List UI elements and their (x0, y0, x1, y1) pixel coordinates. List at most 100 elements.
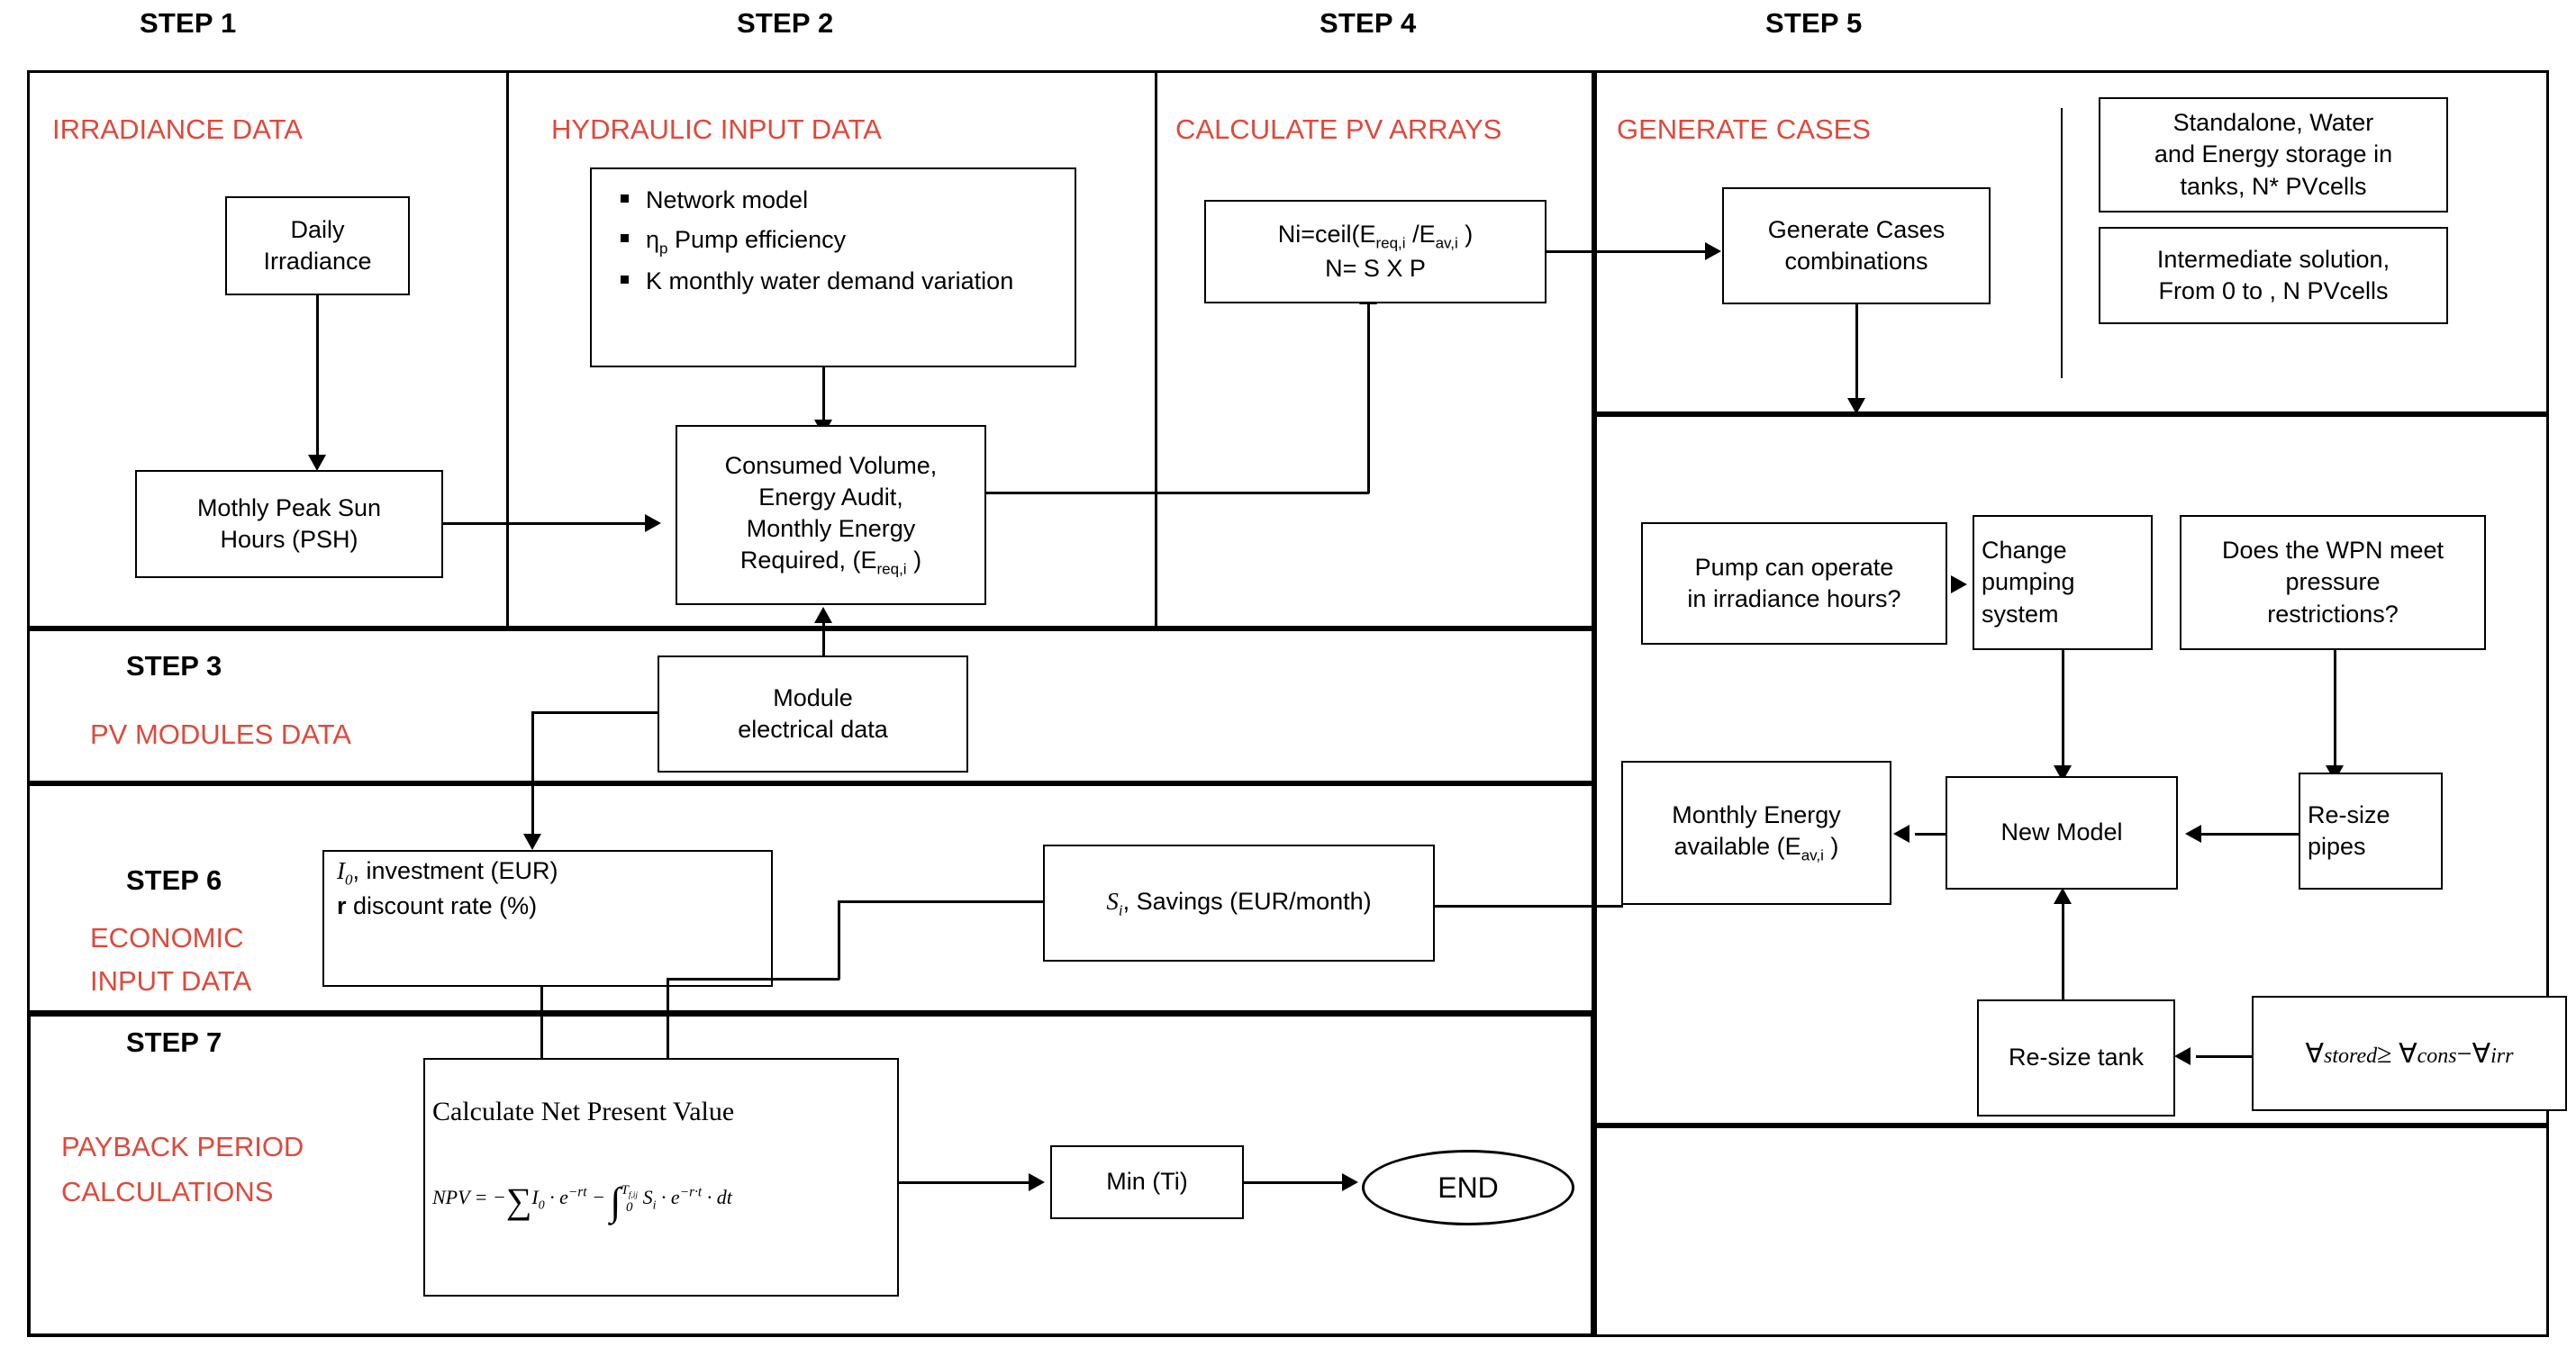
panel-step3 (27, 628, 1594, 783)
connector-consumed-to-pvcalc-h (986, 492, 1369, 494)
wpn-line1: Does the WPN meet (2221, 537, 2444, 565)
wpn-line2: pressure (2285, 568, 2381, 596)
box-investment-discount[interactable]: I0, investment (EUR) r discount rate (%) (322, 850, 773, 987)
connector-newmodel-to-monthlyenergy (1915, 833, 1947, 836)
step-caption-4: STEP 4 (1320, 7, 1417, 39)
box-case-standalone[interactable]: Standalone, Water and Energy storage in … (2099, 97, 2448, 212)
connector-generate-down (1855, 304, 1858, 403)
box-module-electrical-data[interactable]: Module electrical data (658, 655, 968, 773)
box-daily-irradiance[interactable]: Daily Irradiance (225, 196, 410, 295)
generate-cases-line2: combinations (1784, 248, 1928, 275)
resize-tank-label: Re-size tank (2008, 1044, 2145, 1071)
arrowhead-pump-to-change (1951, 575, 1967, 593)
connector-resizepipes-to-newmodel (2201, 833, 2299, 836)
connector-npv-to-minti (899, 1181, 1032, 1184)
box-calculate-npv[interactable]: Calculate Net Present Value NPV = −∑I0 ·… (423, 1058, 899, 1297)
case-b-line2: From 0 to , N PVcells (2158, 277, 2389, 304)
box-monthly-energy-available[interactable]: Monthly Energy available (Eav,i ) (1621, 761, 1891, 905)
pump-operate-line2: in irradiance hours? (1687, 585, 1901, 612)
case-a-line2: and Energy storage in (2154, 140, 2393, 168)
step-label-3: STEP 3 (126, 650, 222, 682)
arrowhead-psh-to-consumed (645, 514, 661, 532)
resize-pipes-line2: pipes (2308, 833, 2366, 860)
consumed-line4: Required, (Ereq,i ) (739, 547, 922, 578)
new-model-label: New Model (2000, 818, 2123, 846)
connector-resizetank-to-newmodel (2062, 896, 2064, 1040)
box-consumed-volume[interactable]: Consumed Volume, Energy Audit, Monthly E… (676, 425, 986, 605)
section-title-hydraulic: HYDRAULIC INPUT DATA (551, 113, 882, 145)
module-line1: Module (773, 683, 853, 711)
box-wpn-pressure-check[interactable]: Does the WPN meet pressure restrictions? (2180, 515, 2486, 650)
panel-step5-model (1594, 414, 2549, 1125)
min-ti-label: Min (Ti) (1106, 1168, 1188, 1196)
connector-savings-out-h2 (667, 978, 839, 981)
connector-change-to-newmodel (2062, 650, 2064, 771)
npv-title: Calculate Net Present Value (432, 1097, 735, 1126)
hydraulic-bullet-2: ηp Pump efficiency (621, 221, 1066, 261)
connector-savings-out-h1 (838, 900, 1045, 903)
end-label: END (1438, 1171, 1499, 1204)
terminator-end[interactable]: END (1362, 1150, 1574, 1225)
pv-calc-line1: Ni=ceil(Ereq,i /Eav,i ) (1277, 220, 1474, 252)
panel-divider-step2-step4 (1155, 70, 1157, 628)
panel-step7 (27, 1013, 1594, 1337)
box-new-model[interactable]: New Model (1946, 776, 2178, 890)
monthly-energy-line2: available (Eav,i ) (1673, 833, 1839, 864)
connector-consumed-to-pvcalc-v (1367, 304, 1370, 493)
step-caption-5: STEP 5 (1765, 7, 1863, 39)
hydraulic-bullet-1: Network model (621, 182, 1066, 220)
change-pumping-line3: system (1982, 600, 2059, 628)
arrowhead-resizetank-to-newmodel (2054, 888, 2072, 904)
arrowhead-generate-down (1847, 398, 1865, 414)
connector-module-to-investment-v (531, 711, 534, 839)
box-monthly-peak-sun-hours[interactable]: Mothly Peak Sun Hours (PSH) (135, 470, 443, 578)
box-savings[interactable]: Si, Savings (EUR/month) (1043, 845, 1435, 962)
investment-line2: r discount rate (%) (337, 891, 538, 919)
connector-irradiance-to-psh (316, 295, 319, 459)
section-title-generate-cases: GENERATE CASES (1617, 113, 1871, 145)
psh-line1: Mothly Peak Sun (196, 493, 382, 521)
case-b-line1: Intermediate solution, (2156, 245, 2390, 273)
section-title-payback: PAYBACK PERIOD (61, 1131, 304, 1162)
box-resize-tank[interactable]: Re-size tank (1977, 999, 2175, 1116)
arrowhead-pvcalc-to-generate (1705, 242, 1721, 260)
psh-line2: Hours (PSH) (220, 526, 358, 553)
box-change-pumping-system[interactable]: Change pumping system (1973, 515, 2153, 650)
connector-volumecond-to-resizetank (2196, 1055, 2252, 1058)
section-title-payback-2: CALCULATIONS (61, 1176, 274, 1207)
box-hydraulic-inputs[interactable]: Network model ηp Pump efficiency K month… (590, 167, 1076, 367)
module-line2: electrical data (738, 716, 888, 743)
connector-psh-to-consumed (443, 522, 649, 525)
wpn-line3: restrictions? (2267, 600, 2399, 628)
pump-operate-line1: Pump can operate (1694, 553, 1894, 581)
box-generate-cases[interactable]: Generate Cases combinations (1722, 187, 1991, 304)
arrowhead-resizepipes-to-newmodel (2185, 825, 2201, 843)
arrowhead-module-to-consumed (814, 607, 832, 623)
step-caption-1: STEP 1 (140, 7, 237, 39)
connector-module-to-consumed-v2 (822, 621, 825, 634)
step-caption-2: STEP 2 (737, 7, 834, 39)
connector-pvcalc-to-generate (1547, 250, 1709, 253)
box-resize-pipes[interactable]: Re-size pipes (2299, 773, 2443, 890)
savings-label: Si, Savings (EUR/month) (1106, 887, 1372, 919)
consumed-line2: Energy Audit, (758, 484, 903, 511)
pv-calc-line2: N= S X P (1325, 255, 1426, 283)
box-pump-can-operate[interactable]: Pump can operate in irradiance hours? (1641, 522, 1947, 645)
daily-irradiance-line2: Irradiance (263, 248, 372, 275)
section-title-pv-arrays: CALCULATE PV ARRAYS (1175, 113, 1502, 145)
connector-wpn-to-resizepipes (2334, 650, 2336, 771)
box-case-intermediate[interactable]: Intermediate solution, From 0 to , N PVc… (2099, 227, 2448, 324)
box-pv-array-calc[interactable]: Ni=ceil(Ereq,i /Eav,i ) N= S X P (1204, 200, 1547, 303)
panel-step5-bottom (1594, 1125, 2549, 1337)
section-title-irradiance: IRRADIANCE DATA (52, 113, 303, 145)
box-min-ti[interactable]: Min (Ti) (1050, 1145, 1244, 1219)
volume-condition-formula: ∀stored≥ ∀cons−∀irr (2305, 1038, 2514, 1069)
case-a-line1: Standalone, Water (2172, 109, 2374, 137)
connector-investment-to-npv (540, 987, 543, 1077)
section-title-economic-2: INPUT DATA (90, 965, 252, 997)
box-volume-condition[interactable]: ∀stored≥ ∀cons−∀irr (2252, 996, 2567, 1111)
change-pumping-line1: Change (1982, 537, 2067, 565)
connector-savings-out-v1 (838, 900, 840, 980)
